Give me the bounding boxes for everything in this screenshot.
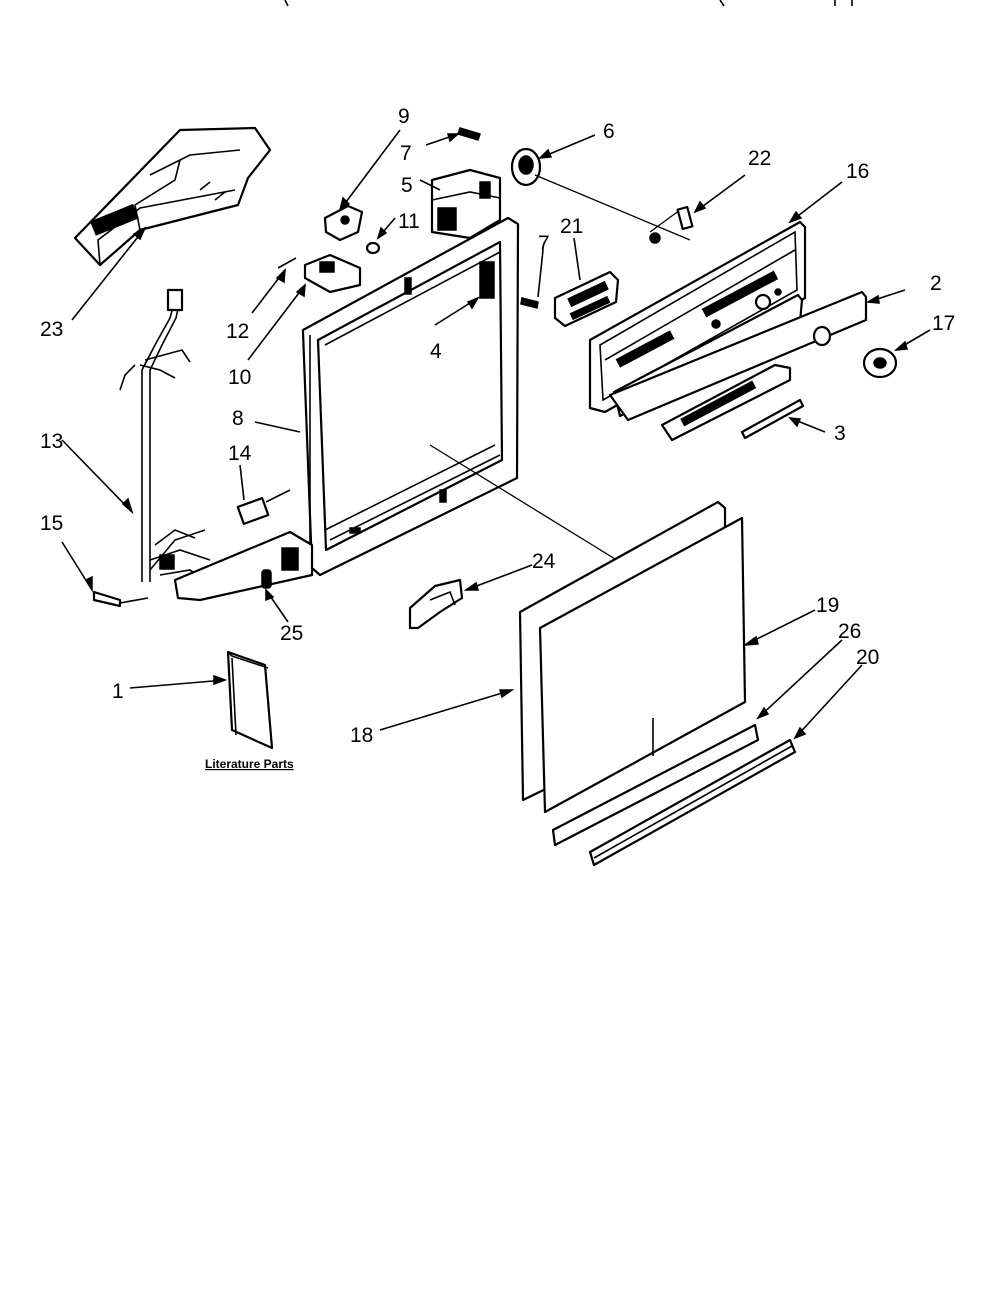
callout-8: 8 xyxy=(232,407,244,430)
part-19-door-panel-inner xyxy=(538,516,747,814)
callout-9: 9 xyxy=(398,105,410,128)
callout-21: 21 xyxy=(560,215,583,238)
part-23-vent-duct xyxy=(73,126,272,267)
part-17-knob xyxy=(862,347,898,379)
lower-mounting-bracket xyxy=(173,530,314,602)
guide-line-6 xyxy=(534,174,691,241)
part-13-wire-harness xyxy=(119,288,211,586)
callout-18: 18 xyxy=(350,724,373,747)
callout-26: 26 xyxy=(838,620,861,643)
part-1-literature-book xyxy=(226,650,274,750)
part-4-switch xyxy=(649,232,661,244)
part-7-screw-top xyxy=(457,127,481,141)
callout-19: 19 xyxy=(816,594,839,617)
part-24-hinge-clip xyxy=(408,578,464,630)
part-22-clip xyxy=(676,205,694,231)
callout-3: 3 xyxy=(834,422,846,445)
callout-1: 1 xyxy=(112,680,124,703)
part-15-screw xyxy=(92,590,149,608)
literature-parts-label: Literature Parts xyxy=(205,757,294,771)
callout-5: 5 xyxy=(401,174,413,197)
callout-4: 4 xyxy=(430,340,442,363)
leader-arrowheads xyxy=(84,133,908,740)
callout-25: 25 xyxy=(280,622,303,645)
part-11-screw xyxy=(365,241,381,255)
callout-2: 2 xyxy=(930,272,942,295)
top-edge-marks xyxy=(284,0,853,7)
callout-13: 13 xyxy=(40,430,63,453)
lower-panel-piece xyxy=(660,363,792,442)
guide-line-22 xyxy=(649,209,681,233)
part-8-door-frame xyxy=(301,216,520,577)
callout-14: 14 xyxy=(228,442,252,465)
callout-labels: 9 7 5 6 22 16 11 7 21 2 17 23 12 4 10 8 … xyxy=(40,105,955,771)
part-7-screw-side xyxy=(520,297,539,309)
callout-7b: 7 xyxy=(538,232,550,255)
part-3-light-pipe xyxy=(740,398,805,440)
part-14-switch xyxy=(236,489,291,526)
part-2-control-strip xyxy=(608,290,868,422)
callout-12: 12 xyxy=(226,320,249,343)
callout-20: 20 xyxy=(856,646,879,669)
part-21-bracket xyxy=(553,270,620,328)
callout-23: 23 xyxy=(40,318,63,341)
callout-6: 6 xyxy=(603,120,615,143)
callout-11: 11 xyxy=(398,210,420,233)
part-6-knob-bearing xyxy=(510,147,542,187)
part-12-clip xyxy=(277,257,297,269)
part-10-latch-base xyxy=(303,253,362,294)
callout-17: 17 xyxy=(932,312,955,335)
part-20-bottom-trim xyxy=(588,738,797,867)
callout-16: 16 xyxy=(846,160,869,183)
callout-7: 7 xyxy=(400,142,412,165)
callout-24: 24 xyxy=(532,550,556,573)
callout-10: 10 xyxy=(228,366,251,389)
part-25-fastener xyxy=(261,569,272,589)
part-26-trim-strip xyxy=(551,723,760,847)
callout-22: 22 xyxy=(748,147,771,170)
callout-15: 15 xyxy=(40,512,63,535)
assembly-guide-line xyxy=(429,444,621,563)
part-5-switch-assembly xyxy=(430,168,502,240)
knob-seat xyxy=(812,325,832,347)
part-9-latch-bracket xyxy=(323,204,364,242)
